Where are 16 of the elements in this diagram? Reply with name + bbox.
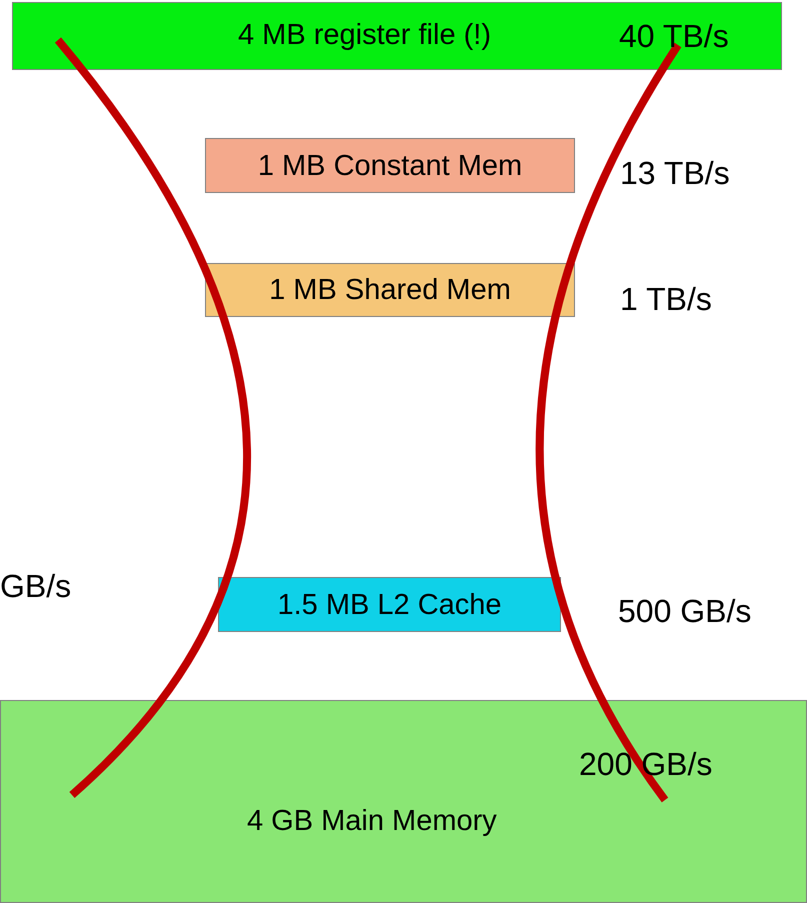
bandwidth-label: GB/s xyxy=(0,567,72,605)
bandwidth-label: 500 GB/s xyxy=(618,592,752,630)
box-label: 4 MB register file (!) xyxy=(238,18,491,53)
memory-box xyxy=(205,263,575,317)
box-label: 1.5 MB L2 Cache xyxy=(277,588,502,622)
memory-box xyxy=(0,700,807,903)
bandwidth-label: 200 GB/s xyxy=(579,745,712,783)
box-label: 1 MB Constant Mem xyxy=(258,148,522,184)
bandwidth-label: 40 TB/s xyxy=(619,17,729,55)
box-label: 4 GB Main Memory xyxy=(247,804,497,839)
memory-box xyxy=(205,138,575,193)
bandwidth-label: 1 TB/s xyxy=(620,280,712,318)
box-label: 1 MB Shared Mem xyxy=(269,273,511,308)
memory-box xyxy=(12,2,782,70)
memory-box xyxy=(218,577,561,632)
bandwidth-label: 13 TB/s xyxy=(620,154,730,192)
